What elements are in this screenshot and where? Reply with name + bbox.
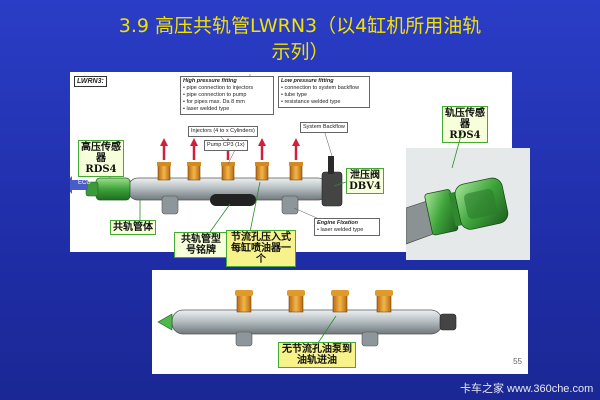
sensor-end (157, 313, 173, 331)
callout-lines (109, 164, 347, 233)
slide-title: 3.9 高压共轨管LWRN3（以4缸机所用油轨 (118, 15, 482, 37)
rail-illustration (70, 74, 347, 233)
injector-fittings (235, 290, 393, 313)
low-pressure-fitting-box: Low pressure fitting • connection to sys… (278, 76, 370, 108)
rail-pressure-sensor (424, 177, 509, 236)
engine-fixation-heading: Engine Fixation (317, 220, 358, 226)
rail-tube (171, 309, 443, 335)
backflow-label: System Backflow (300, 122, 348, 133)
sensor-closeup-panel (406, 148, 530, 260)
page-number: 55 (513, 357, 522, 366)
dbv-label: 泄压阀DBV4 (346, 168, 384, 194)
low-pressure-item: • connection to system backflow (281, 85, 360, 91)
high-pressure-heading: High pressure fitting (183, 78, 237, 84)
mount-bracket (361, 331, 379, 347)
mount-bracket (161, 195, 179, 215)
rail-detail-panel: 无节流孔油泵到油轨进油 55 (152, 270, 528, 374)
rail-end-cap (439, 313, 457, 331)
high-pressure-item: • pipe connection to injectors (183, 85, 254, 91)
mount-bracket (235, 331, 253, 347)
rail-detail-illustration (157, 290, 457, 347)
high-pressure-item: • for pipes max. Da 8 mm (183, 99, 245, 105)
rail-sensor-label: 轨压传感器RDS4 (442, 106, 488, 143)
part-number-label: 共轨管型号铭牌 (174, 232, 228, 258)
high-pressure-item: • pipe connection to pump (183, 92, 247, 98)
pump-label: Pump CP3 (1x) (204, 140, 248, 151)
slide-title-continued: 示列） (271, 41, 329, 63)
rail-body-label: 共轨管体 (110, 220, 156, 235)
backflow-pipe (328, 156, 334, 174)
high-pressure-fitting-box: High pressure fitting • pipe connection … (180, 76, 274, 115)
no-throttle-label: 无节流孔油泵到油轨进油 (278, 342, 356, 368)
low-pressure-item: • tube type (281, 92, 308, 98)
diagram-tag: LWRN3: (74, 76, 107, 87)
ecu-signal-arrow (72, 180, 88, 190)
pressure-sensor (95, 177, 131, 201)
high-pressure-item: • laser welded type (183, 106, 230, 112)
pressure-relief-valve (321, 171, 343, 207)
part-number-plate (210, 194, 256, 206)
no-throttle-callout (315, 315, 337, 347)
throttle-label: 节流孔压入式每缸喷油器一个 (226, 230, 296, 267)
injectors-label: Injectors (4 to x Cylinders) (188, 126, 258, 137)
mount-bracket (281, 195, 299, 215)
sensor-closeup-illustration (406, 177, 509, 245)
engine-fixation-box: Engine Fixation • laser welded type (314, 218, 380, 236)
engine-fixation-item: • laser welded type (317, 227, 364, 233)
low-pressure-item: • resistance welded type (281, 99, 341, 105)
low-pressure-heading: Low pressure fitting (281, 78, 334, 84)
watermark: 卡车之家 www.360che.com (460, 383, 594, 395)
sensor-label: 高压传感器RDS4 (78, 140, 124, 177)
ecu-label: ECU (78, 180, 91, 186)
